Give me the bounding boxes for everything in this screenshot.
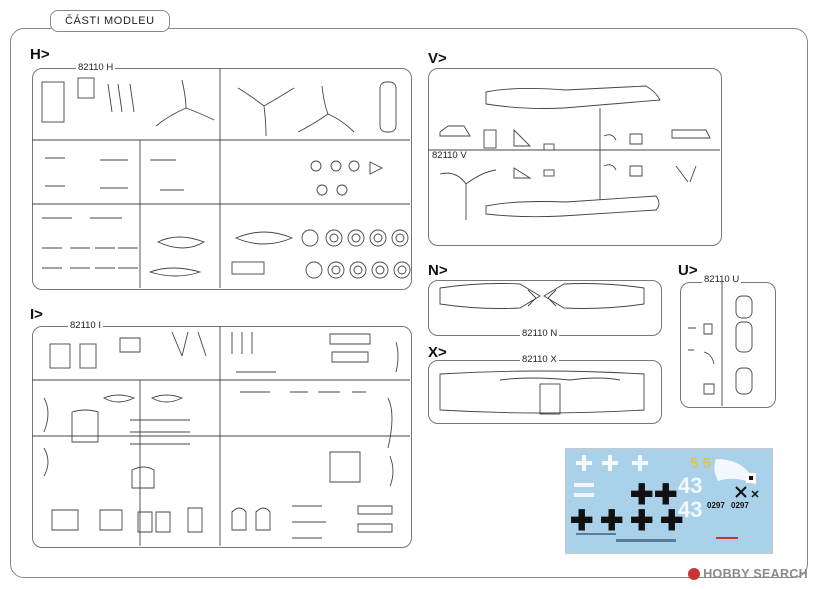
sprue-i-code: 82110 I: [68, 320, 103, 331]
sprue-n-parts: [439, 283, 645, 309]
sprue-v-parts: [428, 85, 720, 220]
decal-cross-1: ✚: [630, 479, 654, 510]
watermark-text: HOBBY SEARCH: [703, 567, 808, 581]
sprue-h-runners: [32, 68, 410, 288]
sprue-i-parts: [43, 331, 399, 539]
sprue-x-code: 82110 X: [520, 354, 559, 365]
sprue-h-code: 82110 H: [76, 62, 116, 73]
sprue-v-letter: V>: [428, 50, 447, 67]
hobby-search-logo-icon: [688, 568, 701, 580]
decal-white-markings: [574, 455, 759, 542]
parts-frame: [10, 28, 808, 578]
sprue-h-letter: H>: [30, 46, 50, 63]
decal-yellow-number: 5 5: [690, 455, 711, 472]
decal-cross-2: ✚: [654, 479, 678, 510]
sprue-n-code: 82110 N: [520, 328, 560, 339]
sprue-i-runners: [32, 326, 410, 546]
decal-cross-4: ✚: [600, 505, 624, 536]
sprue-u-frame: [680, 282, 776, 408]
section-title-tab: ČÁSTI MODLEU: [50, 10, 170, 32]
decal-cross-6: ✚: [660, 505, 684, 536]
decal-cross-5: ✚: [630, 505, 654, 536]
decal-cross-3: ✚: [570, 505, 594, 536]
sprue-v-frame: [428, 68, 722, 246]
decal-sheet: 5 5 43 43 0297 0297 ✚ ✚ ✚ ✚ ✚ ✚: [565, 448, 773, 554]
sprue-h-frame: [32, 68, 412, 290]
sprue-x-letter: X>: [428, 344, 447, 361]
sprue-n-frame: [428, 280, 662, 336]
decal-small-number-1: 0297: [707, 501, 725, 510]
sprue-u-parts: [688, 282, 753, 406]
decal-big-number-2: 43: [678, 497, 703, 522]
sprue-h-parts: [41, 77, 411, 279]
sprue-u-letter: U>: [678, 262, 698, 279]
sprue-n-letter: N>: [428, 262, 448, 279]
decal-big-number-1: 43: [678, 473, 703, 498]
sprue-u-code: 82110 U: [702, 274, 742, 285]
decal-small-number-2: 0297: [731, 501, 749, 510]
sprue-v-code: 82110 V: [430, 150, 469, 161]
hobby-search-watermark: HOBBY SEARCH: [688, 567, 808, 581]
sprue-i-frame: [32, 326, 412, 548]
sprue-x-parts: [439, 370, 645, 415]
sprue-i-letter: I>: [30, 306, 43, 323]
